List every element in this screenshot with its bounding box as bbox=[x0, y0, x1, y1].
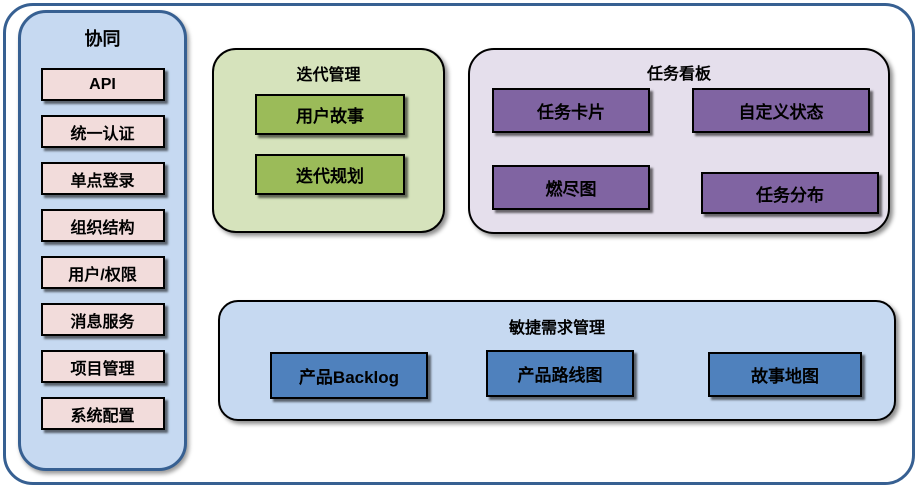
outer-frame bbox=[3, 3, 915, 485]
task-card-box: 任务卡片 bbox=[492, 88, 650, 133]
sidebar-item-unified-auth: 统一认证 bbox=[40, 115, 165, 148]
burndown-chart-box: 燃尽图 bbox=[492, 165, 650, 210]
sidebar-item-system-config: 系统配置 bbox=[40, 397, 165, 430]
collaboration-panel-title: 协同 bbox=[84, 29, 121, 49]
story-map-box: 故事地图 bbox=[708, 352, 862, 397]
collaboration-item-list: API 统一认证 单点登录 组织结构 用户/权限 消息服务 项目管理 系统配置 bbox=[21, 68, 184, 430]
agile-requirements-title: 敏捷需求管理 bbox=[508, 320, 605, 337]
sidebar-item-sso: 单点登录 bbox=[40, 162, 165, 195]
task-kanban-title: 任务看板 bbox=[646, 66, 711, 83]
custom-status-box: 自定义状态 bbox=[692, 88, 870, 133]
iteration-management-panel: 迭代管理 用户故事 迭代规划 bbox=[212, 48, 445, 233]
task-distribution-box: 任务分布 bbox=[701, 172, 879, 214]
iteration-planning-box: 迭代规划 bbox=[255, 154, 405, 195]
collaboration-panel: 协同 API 统一认证 单点登录 组织结构 用户/权限 消息服务 项目管理 系统… bbox=[18, 10, 187, 471]
sidebar-item-users-permissions: 用户/权限 bbox=[40, 256, 165, 289]
iteration-management-title: 迭代管理 bbox=[296, 67, 361, 84]
user-story-box: 用户故事 bbox=[255, 94, 405, 135]
sidebar-item-api: API bbox=[40, 68, 165, 101]
sidebar-item-message-service: 消息服务 bbox=[40, 303, 165, 336]
sidebar-item-org-structure: 组织结构 bbox=[40, 209, 165, 242]
task-kanban-panel: 任务看板 任务卡片 自定义状态 燃尽图 任务分布 bbox=[468, 48, 890, 234]
sidebar-item-project-management: 项目管理 bbox=[40, 350, 165, 383]
agile-requirements-panel: 敏捷需求管理 产品Backlog 产品路线图 故事地图 bbox=[218, 300, 896, 421]
product-backlog-box: 产品Backlog bbox=[270, 352, 428, 399]
product-roadmap-box: 产品路线图 bbox=[486, 350, 634, 397]
